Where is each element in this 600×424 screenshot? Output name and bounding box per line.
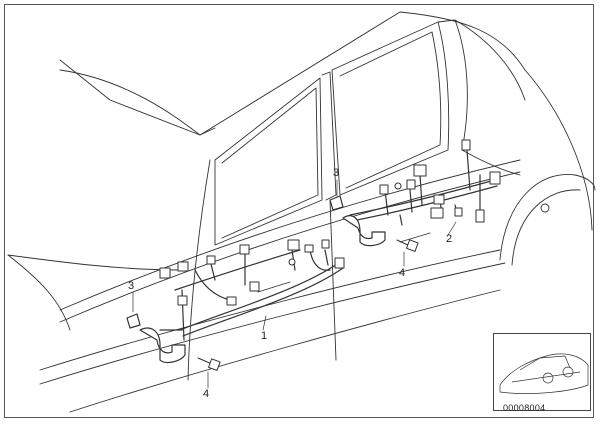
screw-front — [197, 357, 221, 371]
inset-locator-box — [493, 333, 591, 411]
door-grommet-front — [126, 313, 186, 364]
callout-screw-rear: 4 — [399, 267, 406, 279]
reference-number: 00008004 — [503, 403, 546, 413]
callout-grommet-front: 3 — [128, 280, 135, 292]
screw-rear — [396, 239, 419, 252]
door-grommet-rear — [329, 195, 386, 247]
callout-harness-rear: 2 — [446, 233, 453, 245]
callout-screw-front: 4 — [203, 388, 210, 400]
car-body-outline — [7, 11, 596, 413]
connectors — [159, 139, 501, 306]
callout-grommet-rear: 3 — [333, 167, 340, 179]
wiring-harness-front — [159, 249, 344, 341]
callout-harness-front: 1 — [261, 330, 268, 342]
diagram-frame — [4, 4, 594, 418]
leader-lines — [132, 179, 457, 389]
